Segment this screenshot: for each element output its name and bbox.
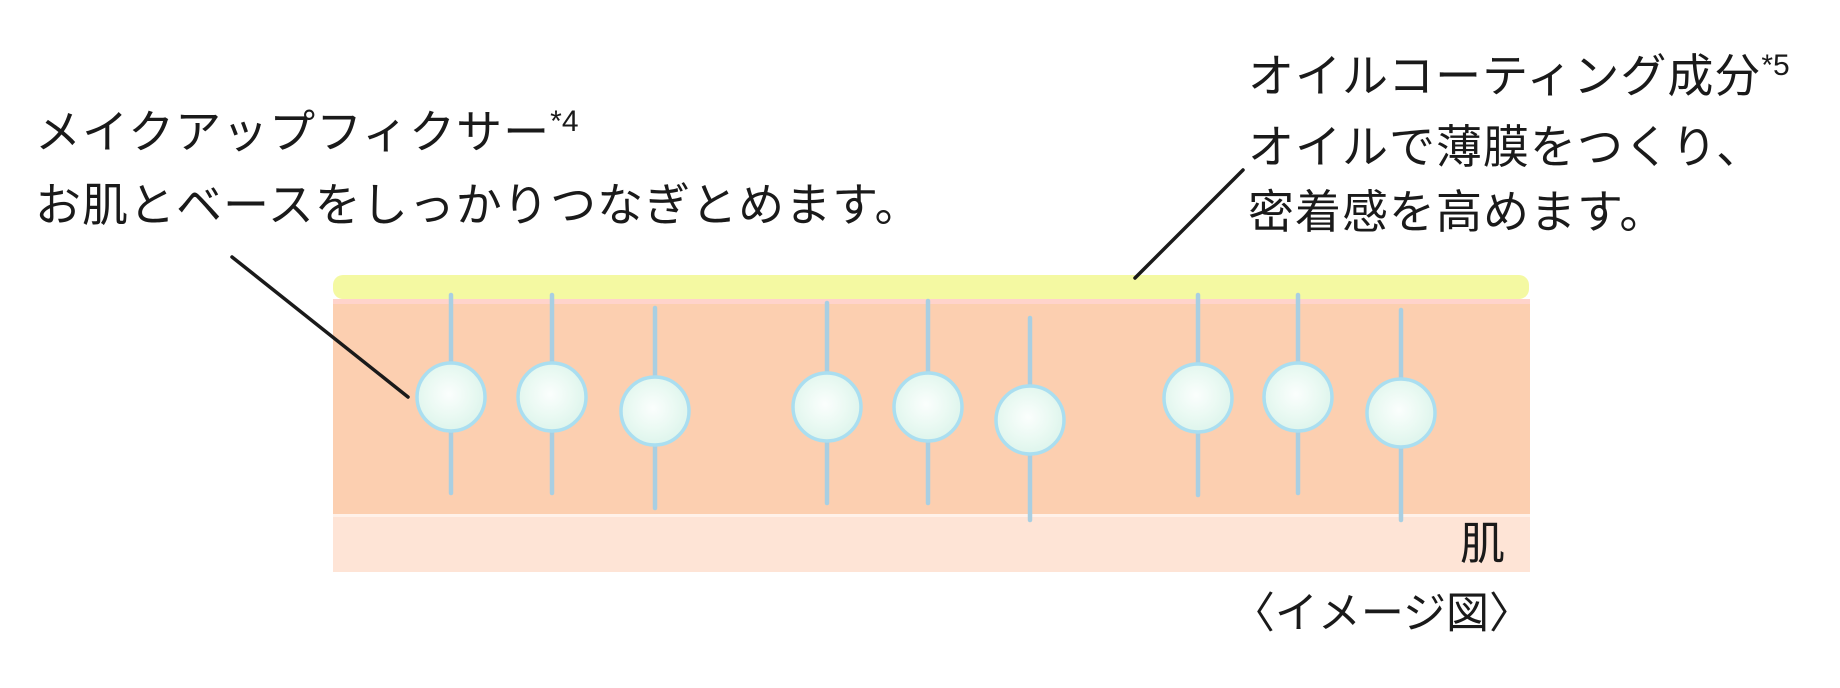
skin-label: 肌 (1460, 518, 1506, 569)
oil-description-line1: オイルで薄膜をつくり、 (1248, 121, 1764, 173)
base-skin-separator (333, 514, 1530, 517)
fixer-title-line: メイクアップフィクサー*4 (35, 99, 922, 172)
fixer-particles-group (415, 292, 1437, 523)
image-caption: 〈イメージ図〉 (1231, 590, 1532, 638)
fixer-particle (791, 371, 863, 443)
fixer-particle (1162, 362, 1234, 434)
skin-layer (333, 517, 1530, 572)
fixer-label: メイクアップフィクサー*4 お肌とベースをしっかりつなぎとめます。 (35, 99, 922, 239)
fixer-superscript: *4 (550, 105, 579, 138)
fixer-description: お肌とベースをしっかりつなぎとめます。 (35, 179, 922, 231)
oil-label: オイルコーティング成分*5 オイルで薄膜をつくり、 密着感を高めます。 (1248, 44, 1790, 245)
fixer-particle (892, 371, 964, 443)
fixer-title: メイクアップフィクサー (35, 106, 551, 158)
oil-leader-line (1133, 168, 1245, 280)
oil-title: オイルコーティング成分 (1248, 50, 1762, 102)
fixer-particle (516, 361, 588, 433)
fixer-leader-line (230, 255, 410, 399)
fixer-particle (415, 361, 487, 433)
oil-superscript: *5 (1761, 49, 1790, 82)
fixer-particle (1365, 377, 1437, 449)
oil-title-line: オイルコーティング成分*5 (1248, 44, 1790, 115)
oil-coating-layer (333, 275, 1529, 299)
oil-layer-underline (333, 299, 1530, 304)
fixer-particle (1262, 361, 1334, 433)
oil-description-line2: 密着感を高めます。 (1248, 186, 1667, 238)
fixer-particle (994, 384, 1066, 456)
fixer-particle (619, 375, 691, 447)
